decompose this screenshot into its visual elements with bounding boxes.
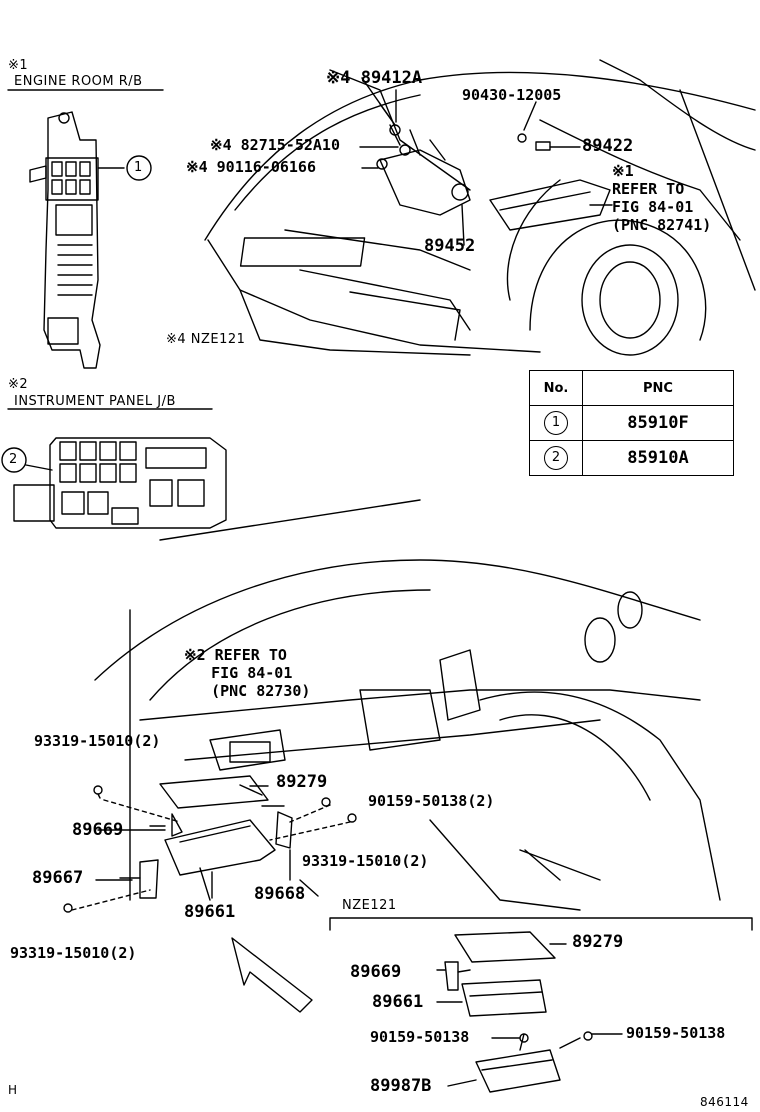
table-row: 1 85910F bbox=[529, 405, 734, 441]
engine-room-relay-block bbox=[7, 89, 164, 369]
inset-part-89279-label: 89279 bbox=[572, 932, 624, 952]
instrument-panel-callout-number: 2 bbox=[9, 452, 18, 467]
engine-bay-drawing bbox=[204, 59, 756, 356]
pnc-table-header: No. PNC bbox=[529, 370, 734, 406]
inset-part-89987b-label: 89987B bbox=[370, 1076, 432, 1096]
part-93319-15010-top-label: 93319-15010(2) bbox=[34, 732, 161, 750]
part-89661-label: 89661 bbox=[184, 902, 236, 922]
header-pnc: PNC bbox=[582, 370, 734, 406]
inset-part-90159-50138-right-label: 90159-50138 bbox=[626, 1024, 726, 1042]
row-number: 2 bbox=[544, 446, 568, 470]
part-93319-15010-right-label: 93319-15010(2) bbox=[302, 852, 429, 870]
instrument-panel-title: INSTRUMENT PANEL J/B bbox=[14, 394, 176, 409]
refer-to-fig-84-01-pnc-82741: ※1 REFER TO FIG 84-01 (PNC 82741) bbox=[612, 162, 712, 234]
inset-model-note: NZE121 bbox=[342, 898, 397, 913]
engine-room-title: ENGINE ROOM R/B bbox=[14, 74, 143, 89]
inset-part-89661-label: 89661 bbox=[372, 992, 424, 1012]
instrument-panel-junction-block bbox=[1, 408, 227, 529]
part-90159-50138-label: 90159-50138(2) bbox=[368, 792, 495, 810]
part-90430-12005-label: 90430-12005 bbox=[462, 86, 562, 104]
part-89668-label: 89668 bbox=[254, 884, 306, 904]
part-89667-label: 89667 bbox=[32, 868, 84, 888]
part-90116-06166-label: ※4 90116-06166 bbox=[186, 158, 316, 176]
refer-to-fig-84-01-pnc-82730: ※2 REFER TO FIG 84-01 (PNC 82730) bbox=[184, 646, 311, 700]
engine-room-marker: ※1 bbox=[8, 58, 29, 73]
part-89412a-label: ※4 89412A bbox=[326, 68, 423, 88]
part-82715-52a10-label: ※4 82715-52A10 bbox=[210, 136, 340, 154]
table-row: 2 85910A bbox=[529, 440, 734, 476]
part-89279-label: 89279 bbox=[276, 772, 328, 792]
part-89452-label: 89452 bbox=[424, 236, 476, 256]
pnc-table: No. PNC 1 85910F 2 85910A bbox=[529, 370, 734, 476]
label-leader-lines bbox=[95, 785, 623, 1087]
engine-room-callout-number: 1 bbox=[134, 160, 143, 175]
part-93319-15010-bottom-label: 93319-15010(2) bbox=[10, 944, 137, 962]
row-number: 1 bbox=[544, 411, 568, 435]
inset-parts-drawing bbox=[444, 931, 593, 1093]
row-pnc: 85910A bbox=[582, 440, 734, 476]
header-no: No. bbox=[529, 370, 583, 406]
inset-part-90159-50138-left-label: 90159-50138 bbox=[370, 1028, 470, 1046]
part-89669-label: 89669 bbox=[72, 820, 124, 840]
inset-part-89669-label: 89669 bbox=[350, 962, 402, 982]
row-pnc: 85910F bbox=[582, 405, 734, 441]
dashboard-drawing bbox=[63, 499, 753, 1013]
footer-left-code: H bbox=[8, 1083, 18, 1097]
instrument-panel-marker: ※2 bbox=[8, 377, 29, 392]
engine-model-note: ※4 NZE121 bbox=[166, 332, 246, 347]
part-89422-label: 89422 bbox=[582, 136, 634, 156]
figure-number: 846114 bbox=[700, 1095, 749, 1109]
